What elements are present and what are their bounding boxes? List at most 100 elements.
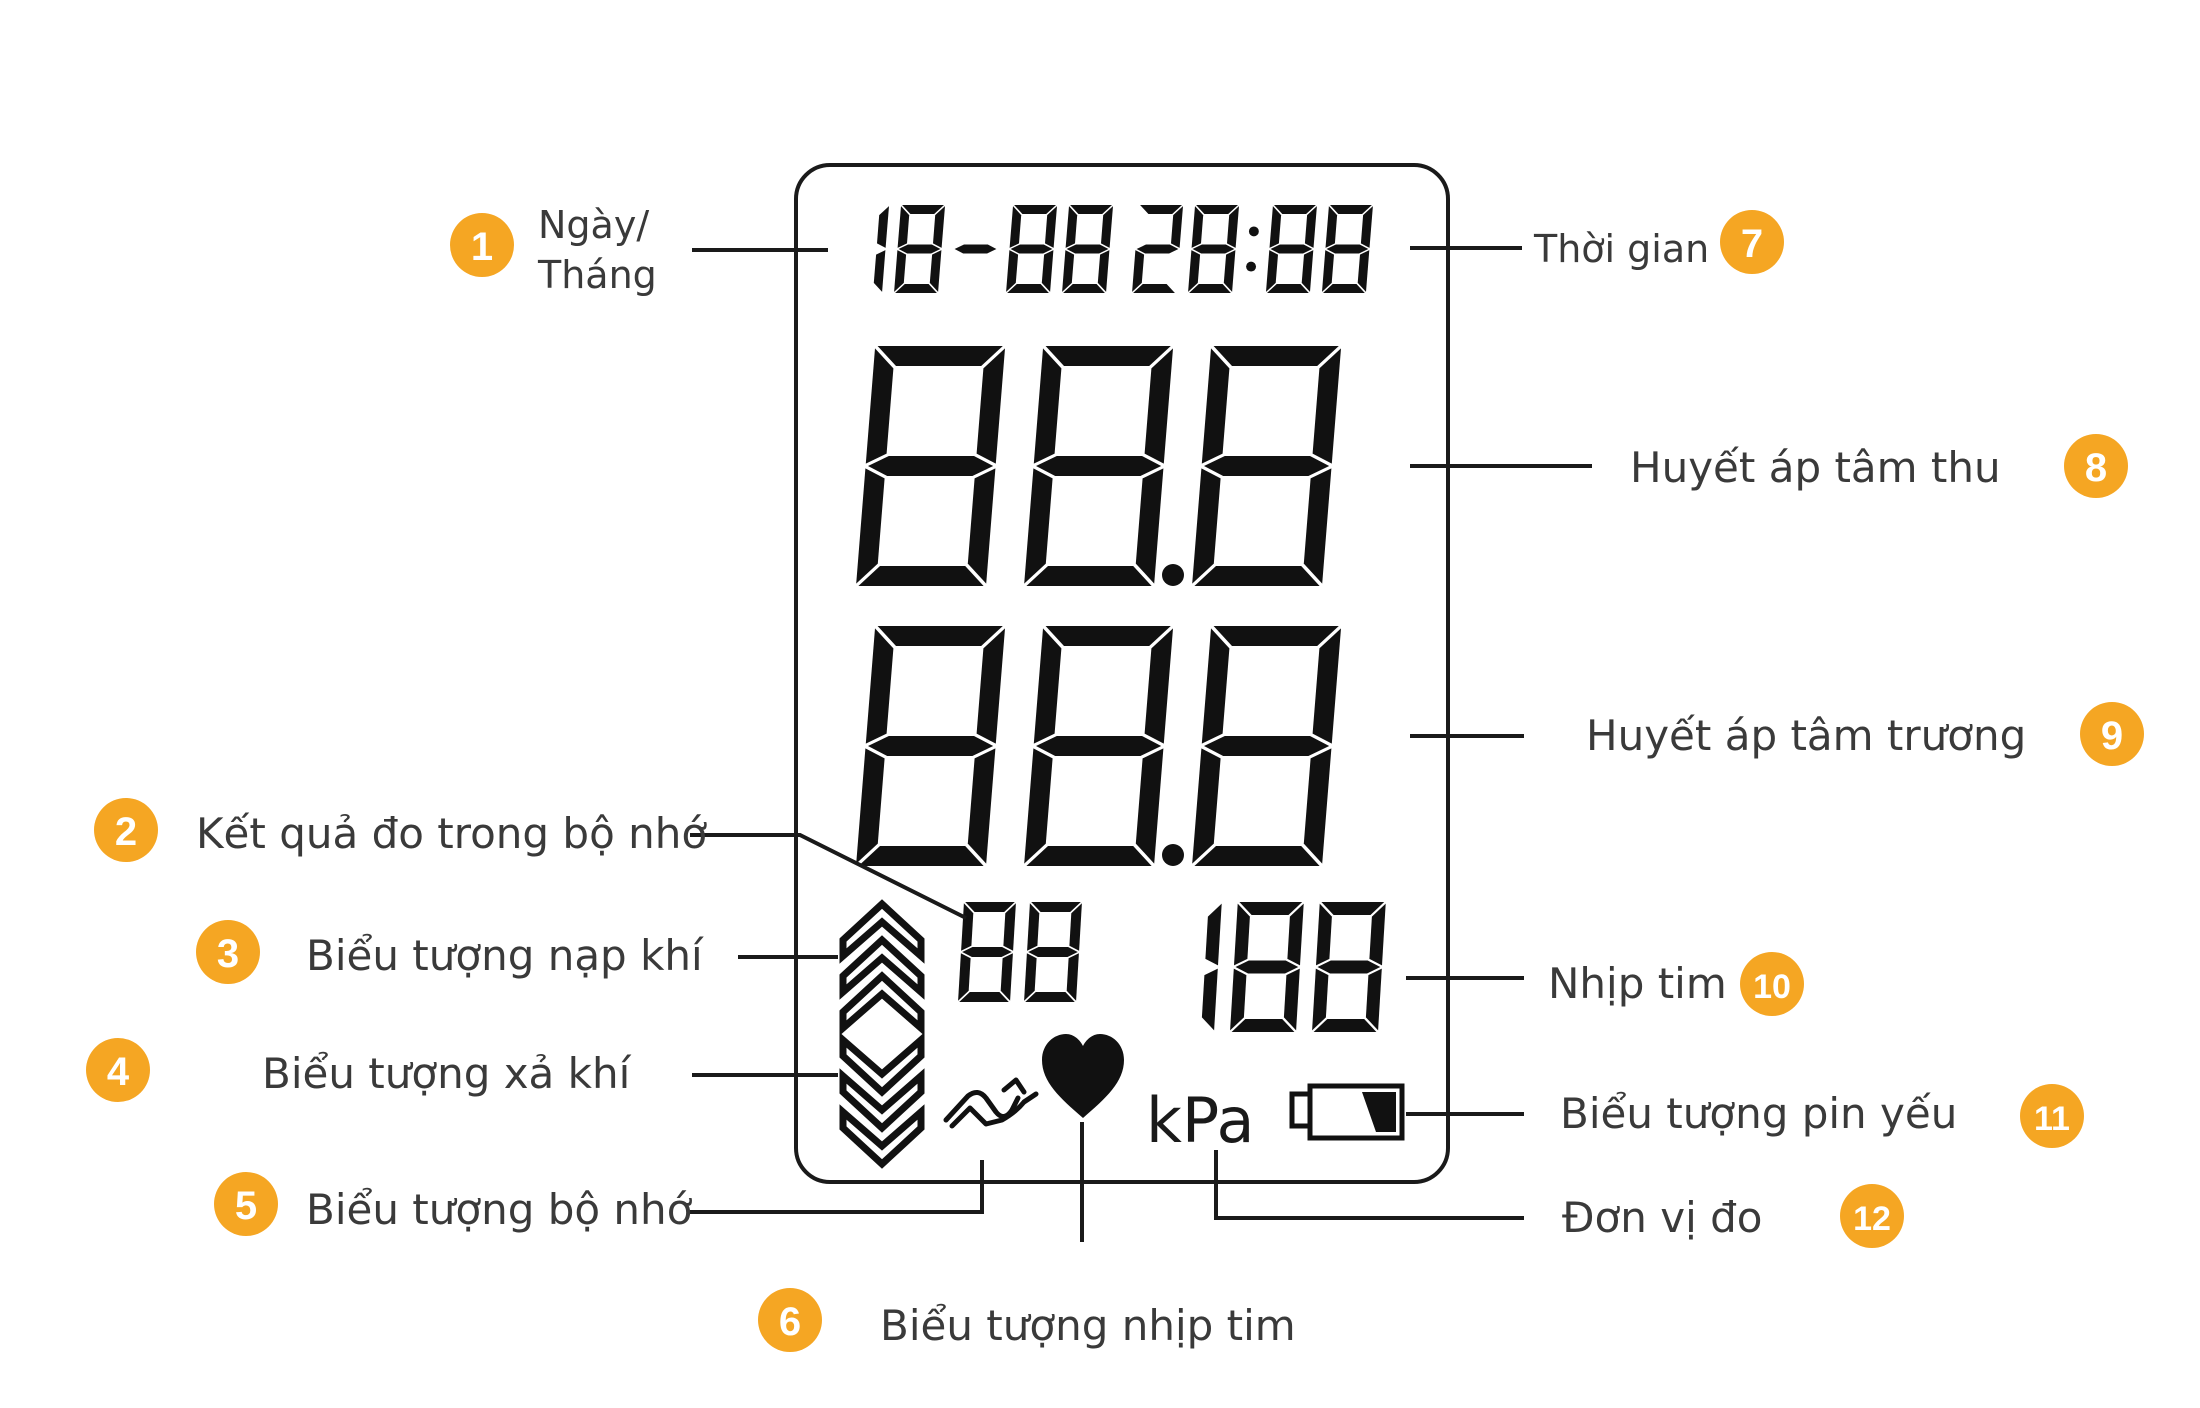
lcd-segment xyxy=(929,250,942,292)
lcd-segment xyxy=(873,250,886,292)
badge-2 xyxy=(94,798,158,862)
lcd-systolic-display xyxy=(856,346,1341,586)
lcd-segment xyxy=(1205,903,1222,966)
lcd-segment xyxy=(1033,348,1062,464)
lcd-segment xyxy=(1024,468,1053,584)
badge-10-number: 10 xyxy=(1753,968,1791,1006)
lcd-segment xyxy=(1171,206,1183,248)
callout-1-label-line2: Tháng xyxy=(537,253,657,297)
callout-7-label: Thời gian xyxy=(1533,227,1709,271)
lcd-segment xyxy=(1201,968,1218,1031)
lcd-segment xyxy=(1066,953,1079,1001)
lcd-segment xyxy=(1201,628,1230,744)
lcd-segment xyxy=(1239,902,1303,915)
callout-8-label: Huyết áp tâm thu xyxy=(1630,443,2001,492)
lcd-segment xyxy=(1062,250,1075,292)
lcd-segment xyxy=(1287,903,1304,966)
lcd-segment xyxy=(1304,206,1317,248)
lcd-segment xyxy=(1213,346,1339,366)
lcd-segment xyxy=(1025,992,1075,1002)
callout-3: 3 Biểu tượng nạp khí xyxy=(196,920,704,984)
double-chevron-up-icon xyxy=(839,899,925,1036)
lcd-segment xyxy=(1132,250,1145,292)
callout-7: Thời gian 7 xyxy=(1533,210,1784,274)
lcd-segment xyxy=(1234,903,1250,966)
callout-12-label: Đơn vị đo xyxy=(1562,1193,1762,1242)
callout-4: 4 Biểu tượng xả khí xyxy=(86,1038,632,1102)
badge-4-number: 4 xyxy=(107,1050,130,1094)
lcd-dot xyxy=(1162,844,1184,866)
lcd-segment xyxy=(958,953,971,1001)
badge-11-number: 11 xyxy=(2034,1100,2070,1138)
battery-low-icon xyxy=(1289,1083,1405,1141)
lcd-segment xyxy=(1036,736,1162,756)
lcd-segment xyxy=(1303,748,1332,864)
callout-3-label: Biểu tượng nạp khí xyxy=(306,931,704,980)
lcd-segment xyxy=(1063,284,1105,293)
badge-1-number: 1 xyxy=(471,225,493,269)
lcd-segment xyxy=(877,346,1003,366)
lcd-segment xyxy=(858,846,984,866)
badge-7 xyxy=(1720,210,1784,274)
lcd-time-display xyxy=(1132,205,1373,293)
lcd-segment xyxy=(1235,960,1299,974)
lcd-segment xyxy=(1045,626,1171,646)
callout-11: Biểu tượng pin yếu 11 xyxy=(1560,1084,2084,1148)
lcd-dot xyxy=(1246,261,1257,272)
lcd-segment xyxy=(1313,1019,1377,1032)
badge-8-number: 8 xyxy=(2085,446,2107,490)
double-chevron-down-icon xyxy=(839,1032,925,1169)
lcd-segment xyxy=(933,206,945,248)
lcd-segment xyxy=(868,456,994,476)
lcd-segment xyxy=(1267,284,1309,293)
lcd-segment xyxy=(1133,284,1175,293)
lcd-segment xyxy=(1204,456,1330,476)
lcd-segment xyxy=(1135,748,1164,864)
callout-1: 1 Ngày/ Tháng xyxy=(450,203,657,297)
lcd-segment xyxy=(1003,903,1016,951)
lcd-segment xyxy=(1066,244,1109,254)
lcd-segment xyxy=(1323,284,1365,293)
unit-label: kPa xyxy=(1146,1084,1255,1157)
lcd-segment xyxy=(1283,968,1300,1031)
lcd-segment xyxy=(894,250,907,292)
lcd-segment xyxy=(1024,748,1053,864)
lcd-segment xyxy=(1188,250,1201,292)
lcd-segment xyxy=(1326,244,1369,254)
lcd-segment xyxy=(1041,250,1054,292)
badge-11 xyxy=(2020,1084,2084,1148)
callout-10: Nhịp tim 10 xyxy=(1548,952,1804,1016)
lcd-segment xyxy=(1270,244,1313,254)
lcd-segment xyxy=(1007,284,1049,293)
lcd-segment xyxy=(1312,968,1329,1031)
lcd-segment xyxy=(898,244,941,254)
lcd-segment xyxy=(965,902,1015,912)
lcd-segment xyxy=(902,205,944,214)
badge-3-number: 3 xyxy=(217,932,239,976)
lcd-segment xyxy=(967,468,996,584)
lcd-segment xyxy=(1026,566,1152,586)
lcd-segment xyxy=(1223,250,1236,292)
lcd-segment xyxy=(865,628,894,744)
callout-2: 2 Kết quả đo trong bộ nhớ xyxy=(94,798,707,862)
lcd-segment xyxy=(1360,206,1373,248)
lcd-segment xyxy=(1231,1019,1295,1032)
heart-icon xyxy=(1042,1034,1124,1118)
lcd-segment xyxy=(877,626,1003,646)
lcd-segment xyxy=(1230,968,1247,1031)
lcd-segment xyxy=(1192,244,1235,254)
leader-lines xyxy=(688,246,1592,1242)
callout-6-label: Biểu tượng nhịp tim xyxy=(880,1301,1296,1350)
lcd-segment xyxy=(976,348,1005,464)
lcd-segment xyxy=(1204,736,1330,756)
lcd-segment xyxy=(1144,348,1173,464)
callout-2-label: Kết quả đo trong bộ nhớ xyxy=(196,809,707,858)
lcd-segment xyxy=(1201,348,1230,464)
lcd-segment xyxy=(1031,902,1081,912)
callout-10-label: Nhịp tim xyxy=(1548,959,1727,1008)
lcd-segment xyxy=(962,947,1012,957)
lcd-dot xyxy=(1162,564,1184,586)
lcd-segment xyxy=(1010,244,1053,254)
badge-7-number: 7 xyxy=(1741,222,1763,266)
